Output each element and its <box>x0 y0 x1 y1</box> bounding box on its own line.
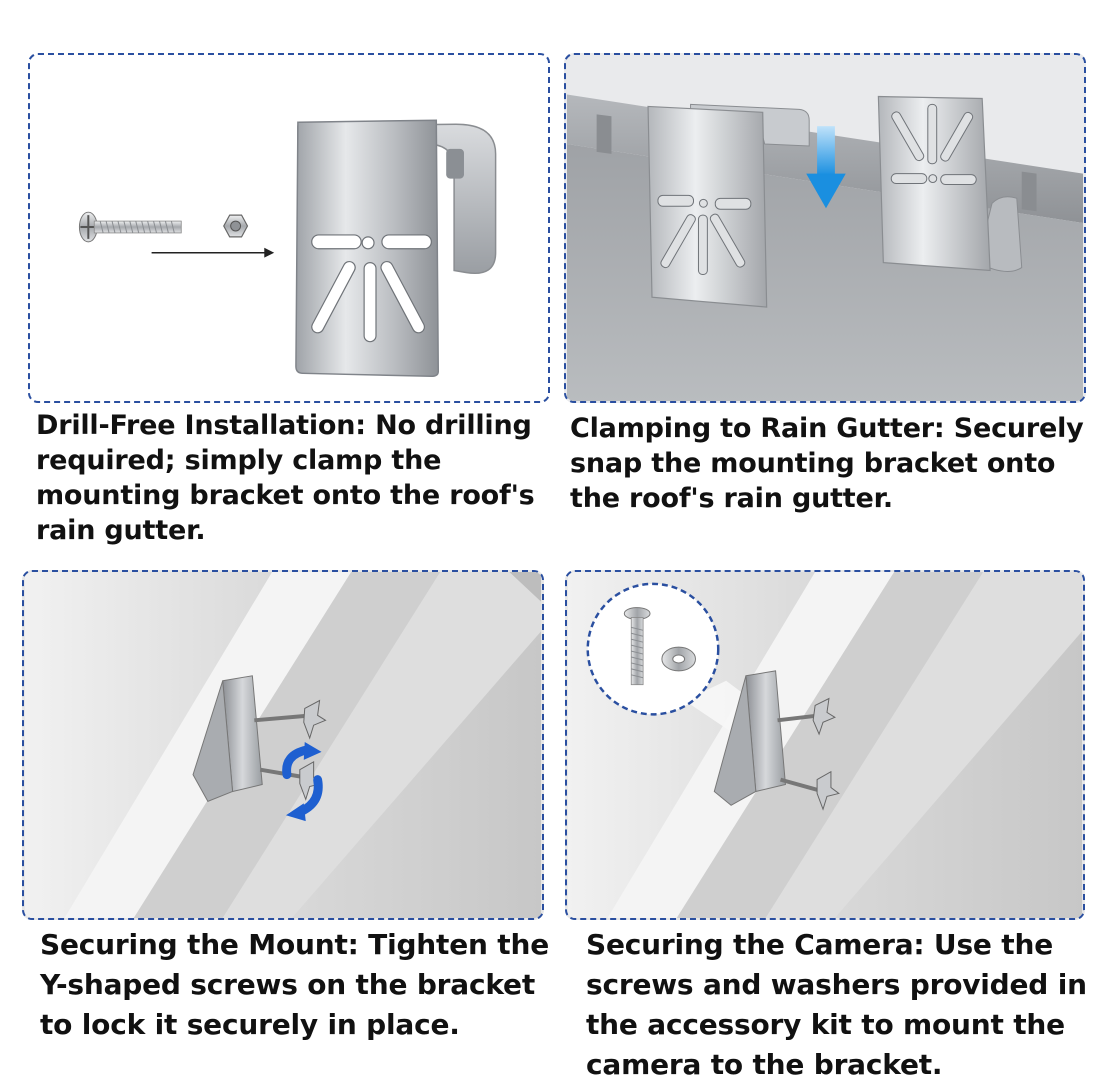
bracket-icon <box>713 670 840 811</box>
caption-clamping: Clamping to Rain Gutter: Securely snap t… <box>570 413 1084 514</box>
bracket-icon <box>192 675 327 802</box>
clamping-illustration <box>566 94 1084 401</box>
panel-securing-mount <box>22 570 544 920</box>
nut-icon <box>223 214 249 238</box>
panel-securing-camera <box>565 570 1085 920</box>
down-arrow-icon <box>806 126 846 209</box>
pointer-arrow-icon <box>151 247 275 258</box>
securing-mount-illustration <box>24 572 542 918</box>
rotate-arrowhead <box>285 803 306 822</box>
rotate-arrows-icon <box>282 745 323 816</box>
caption-securing-mount: Securing the Mount: Tighten the Y-shaped… <box>40 928 550 1041</box>
caption-drill-free: Drill-Free Installation: No drilling req… <box>36 410 535 546</box>
bracket-icon <box>877 95 1023 272</box>
panel-drill-free <box>28 53 550 403</box>
bracket-icon <box>647 103 810 308</box>
screw-icon <box>78 211 182 243</box>
rotate-arrowhead <box>303 742 322 760</box>
drill-free-illustration <box>78 119 497 378</box>
panel-clamping <box>564 53 1086 403</box>
washer-icon <box>661 646 696 672</box>
wing-nut-icon <box>812 697 840 811</box>
bracket-icon <box>295 119 497 378</box>
securing-camera-illustration <box>567 572 1083 918</box>
accessory-callout <box>586 582 720 716</box>
caption-securing-camera: Securing the Camera: Use the screws and … <box>586 928 1087 1081</box>
screw-icon <box>623 607 651 686</box>
